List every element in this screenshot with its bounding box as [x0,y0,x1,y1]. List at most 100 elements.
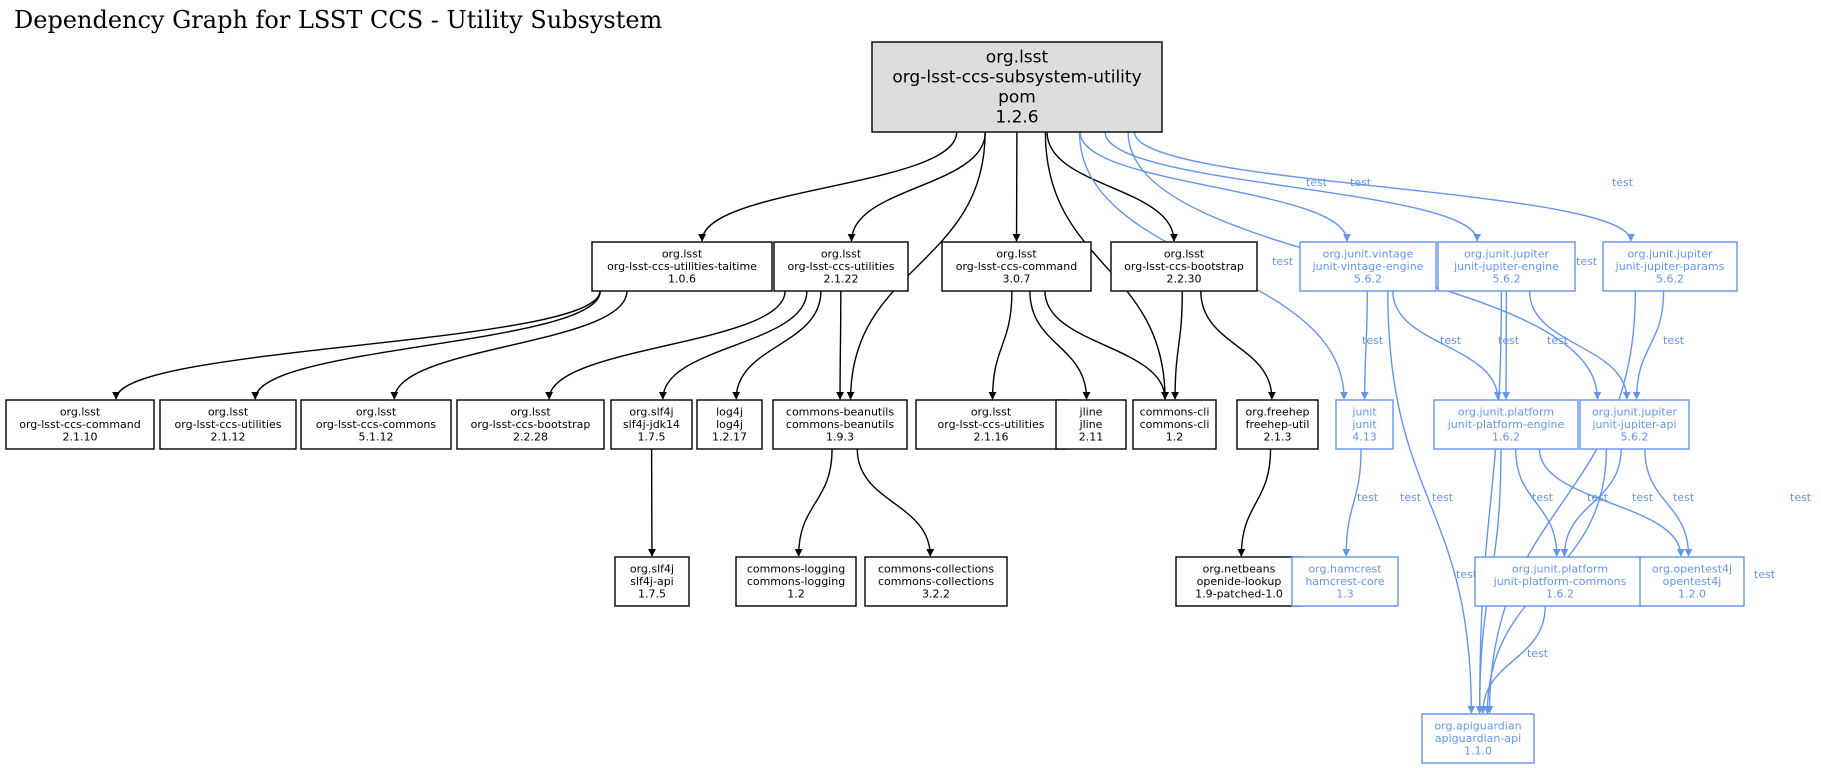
node-label-command_307-line-2: 3.0.7 [1003,273,1031,286]
node-label-command_2110-line-1: org-lsst-ccs-command [19,418,141,431]
edge-vintage-to-junit [1360,290,1369,400]
node-label-commons_logging-line-1: commons-logging [747,575,845,588]
edge-label-jupiter_engine-to-apiguardian: test [1432,491,1454,504]
node-box-commons_cli [1132,399,1217,450]
node-label-utilities_2122-line-0: org.lsst [821,248,862,261]
node-label-commons_cli-line-2: 1.2 [1166,431,1184,444]
node-label-jline-line-2: 2.11 [1079,431,1104,444]
node-platform_commons: org.junit.platformjunit-platform-commons… [1474,556,1646,607]
node-jupiter_engine: org.junit.jupiterjunit-jupiter-engine5.6… [1437,241,1576,292]
node-label-apiguardian-line-2: 1.1.0 [1464,745,1492,758]
node-box-vintage [1299,241,1437,292]
node-box-taitime [591,241,773,292]
node-label-command_307-line-1: org-lsst-ccs-command [956,260,1078,273]
node-commons_collections: commons-collectionscommons-collections3.… [864,556,1008,607]
node-label-taitime-line-2: 1.0.6 [668,273,696,286]
node-label-opentest4j-line-2: 1.2.0 [1678,588,1706,601]
edge-command_307-to-commons_cli [1044,290,1170,400]
node-label-root-line-2: pom [998,88,1036,108]
edge-label-root-to-junit: test [1272,255,1294,268]
node-label-utilities_2112-line-2: 2.1.12 [211,431,246,444]
node-label-utilities_2116-line-2: 2.1.16 [974,431,1009,444]
node-label-vintage-line-1: junit-vintage-engine [1312,260,1424,273]
edge-junit-to-hamcrest [1342,448,1362,557]
node-label-junit-line-0: junit [1351,406,1377,419]
edge-jupiter_params-to-jupiter_api [1632,290,1665,400]
node-box-freehep [1236,399,1319,450]
edge-label-root-to-jupiter_params: test [1612,176,1634,189]
edge-bootstrap_2230-to-commons_cli [1171,290,1183,400]
node-label-utilities_2116-line-1: org-lsst-ccs-utilities [938,418,1045,431]
edge-label-jupiter_api-to-apiguardian: test [1754,568,1776,581]
node-box-jupiter_params [1602,241,1738,292]
edge-label-jupiter_params-to-jupiter_api: test [1663,334,1685,347]
node-label-log4j-line-0: log4j [716,406,743,419]
node-label-platform_commons-line-0: org.junit.platform [1512,563,1608,576]
node-label-beanutils-line-1: commons-beanutils [786,418,894,431]
node-platform_engine: org.junit.platformjunit-platform-engine1… [1433,399,1579,450]
edge-jupiter_params-to-apiguardian [1485,290,1637,714]
node-label-root-line-0: org.lsst [986,48,1049,68]
node-box-slf4j_api [614,556,690,607]
node-label-bootstrap_2230-line-2: 2.2.30 [1167,273,1202,286]
node-label-jupiter_api-line-0: org.junit.jupiter [1592,406,1678,419]
node-label-jupiter_api-line-1: junit-jupiter-api [1591,418,1676,431]
node-label-command_2110-line-0: org.lsst [60,406,101,419]
node-label-bootstrap_2230-line-1: org-lsst-ccs-bootstrap [1124,260,1244,273]
node-box-bootstrap_2230 [1110,241,1258,292]
node-label-taitime-line-1: org-lsst-ccs-utilities-taitime [607,260,757,273]
edge-utilities_2122-to-beanutils [836,290,845,400]
node-label-jupiter_params-line-1: junit-jupiter-params [1615,260,1725,273]
node-label-commons_logging-line-2: 1.2 [787,588,805,601]
edge-root-to-beanutils [846,131,986,400]
node-label-commons_5112-line-2: 5.1.12 [359,431,394,444]
edge-label-vintage-to-apiguardian: test [1400,491,1422,504]
edge-platform_commons-to-apiguardian [1478,605,1546,714]
edge-label-junit-to-hamcrest: test [1357,491,1379,504]
edge-taitime-to-commons_5112 [390,290,628,400]
node-label-commons_collections-line-1: commons-collections [878,575,994,588]
node-label-platform_engine-line-2: 1.6.2 [1492,431,1520,444]
node-label-apiguardian-line-1: apiguardian-api [1435,732,1521,745]
node-label-platform_commons-line-1: junit-platform-commons [1493,575,1627,588]
node-label-slf4j_jdk14-line-0: org.slf4j [629,406,673,419]
node-label-bootstrap_2228-line-2: 2.2.28 [513,431,548,444]
node-label-platform_commons-line-2: 1.6.2 [1546,588,1574,601]
node-box-root [871,41,1163,133]
node-box-jupiter_engine [1437,241,1576,292]
edge-label-vintage-to-junit: test [1362,334,1384,347]
node-label-utilities_2112-line-1: org-lsst-ccs-utilities [175,418,282,431]
node-label-junit-line-1: junit [1351,418,1377,431]
node-label-utilities_2112-line-0: org.lsst [208,406,249,419]
node-box-platform_commons [1474,556,1646,607]
node-box-command_2110 [5,399,155,450]
node-openide: org.netbeansopenide-lookup1.9-patched-1.… [1175,556,1303,607]
node-label-commons_cli-line-0: commons-cli [1140,406,1210,419]
node-box-opentest4j [1639,556,1745,607]
edge-label-platform_engine-to-opentest4j: test [1632,491,1654,504]
node-label-openide-line-2: 1.9-patched-1.0 [1195,588,1283,601]
node-label-opentest4j-line-0: org.opentest4j [1652,563,1732,576]
node-label-slf4j_api-line-1: slf4j-api [630,575,673,588]
node-label-root-line-3: 1.2.6 [995,108,1038,128]
node-label-jupiter_params-line-2: 5.6.2 [1656,273,1684,286]
node-label-slf4j_api-line-2: 1.7.5 [638,588,666,601]
node-label-junit-line-2: 4.13 [1352,431,1377,444]
node-box-jupiter_api [1579,399,1690,450]
node-box-utilities_2122 [773,241,909,292]
edge-taitime-to-utilities_2112 [251,290,601,400]
node-label-jupiter_params-line-0: org.junit.jupiter [1627,248,1713,261]
node-label-bootstrap_2228-line-1: org-lsst-ccs-bootstrap [471,418,591,431]
edge-label-jupiter_api-to-platform_commons: test [1587,491,1609,504]
node-label-utilities_2122-line-1: org-lsst-ccs-utilities [788,260,895,273]
edge-utilities_2122-to-slf4j_jdk14 [658,290,808,400]
edge-command_307-to-utilities_2116 [988,290,1013,400]
